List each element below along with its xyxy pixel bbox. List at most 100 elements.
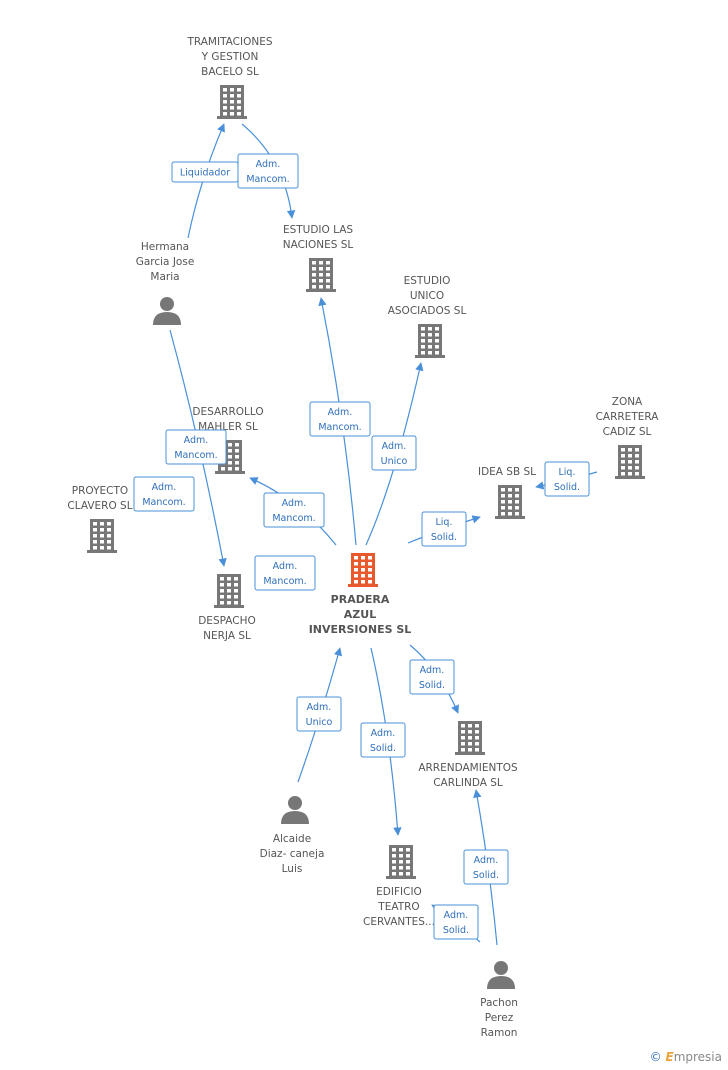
edge-role-label[interactable]: Adm.Mancom.	[165, 429, 227, 465]
person-head	[288, 796, 302, 810]
edge-role-label[interactable]: Adm.Mancom.	[309, 401, 371, 437]
building-window	[237, 100, 241, 104]
building-window	[100, 522, 104, 526]
building-icon	[415, 324, 445, 358]
building-window	[392, 866, 396, 870]
node-label-line: CARLINDA SL	[433, 777, 503, 789]
edge-labels-layer: LiquidadorAdm.Mancom.Adm.Mancom.Adm.Unic…	[133, 153, 590, 940]
node-label-line: CLAVERO SL	[67, 500, 132, 512]
building-window	[428, 339, 432, 343]
role-text: Liq.	[436, 517, 453, 528]
building-window	[515, 488, 519, 492]
edge-role-label[interactable]: Adm.Solid.	[360, 722, 406, 758]
building-window	[399, 854, 403, 858]
building-window	[628, 460, 632, 464]
brand-rest: mpresia	[673, 1050, 722, 1064]
building-window	[421, 327, 425, 331]
building-window	[501, 488, 505, 492]
role-box	[133, 476, 195, 512]
building-window	[220, 577, 224, 581]
building-window	[319, 279, 323, 283]
building-window	[227, 583, 231, 587]
role-text: Solid.	[419, 680, 445, 691]
building-window	[421, 339, 425, 343]
person-body	[153, 312, 181, 325]
building-base	[495, 516, 525, 519]
role-text: Liquidador	[180, 168, 230, 179]
building-base	[214, 605, 244, 608]
building-window	[107, 528, 111, 532]
building-window	[635, 460, 639, 464]
building-window	[508, 506, 512, 510]
building-window	[406, 866, 410, 870]
building-window	[406, 854, 410, 858]
role-box	[463, 849, 509, 885]
node-label-line: AZUL	[344, 608, 376, 621]
edge-role-label[interactable]: Liq.Solid.	[544, 461, 590, 497]
building-window	[312, 267, 316, 271]
edge-role-label[interactable]: Adm.Mancom.	[237, 153, 299, 189]
building-window	[628, 472, 632, 476]
role-text: Solid.	[443, 925, 469, 936]
building-window	[100, 534, 104, 538]
node-label-line: PRADERA	[331, 593, 390, 606]
building-window	[468, 730, 472, 734]
building-window	[475, 730, 479, 734]
edge-role-label[interactable]: Adm.Unico	[371, 435, 417, 471]
building-window	[421, 345, 425, 349]
building-window	[468, 742, 472, 746]
node-edificio[interactable]: EDIFICIOTEATROCERVANTES...	[363, 845, 435, 928]
building-window	[399, 866, 403, 870]
building-icon	[348, 553, 378, 587]
role-box	[165, 429, 227, 465]
edge-role-label[interactable]: Adm.Solid.	[463, 849, 509, 885]
edge-role-label[interactable]: Adm.Mancom.	[133, 476, 195, 512]
role-text: Mancom.	[318, 422, 361, 433]
building-window	[468, 736, 472, 740]
edge-role-label[interactable]: Adm.Mancom.	[263, 492, 325, 528]
building-window	[234, 577, 238, 581]
building-window	[475, 742, 479, 746]
node-label-line: ASOCIADOS SL	[388, 305, 467, 317]
building-window	[354, 574, 358, 578]
node-label-line: DESPACHO	[198, 615, 256, 627]
edge-role-label[interactable]: Adm.Solid.	[409, 659, 455, 695]
building-window	[621, 448, 625, 452]
role-text: Adm.	[184, 435, 209, 446]
building-window	[406, 860, 410, 864]
edge-role-label[interactable]: Liquidador	[171, 161, 239, 183]
building-window	[468, 748, 472, 752]
node-idea[interactable]: IDEA SB SL	[478, 466, 536, 519]
building-window	[635, 472, 639, 476]
building-window	[235, 455, 239, 459]
building-window	[107, 522, 111, 526]
building-window	[461, 730, 465, 734]
building-window	[237, 112, 241, 116]
building-window	[628, 448, 632, 452]
building-window	[468, 724, 472, 728]
building-window	[230, 112, 234, 116]
building-window	[93, 528, 97, 532]
building-base	[87, 550, 117, 553]
building-window	[230, 100, 234, 104]
edge-role-label[interactable]: Liq.Solid.	[421, 511, 467, 547]
building-window	[475, 724, 479, 728]
role-text: Unico	[381, 456, 408, 467]
building-window	[237, 106, 241, 110]
building-window	[100, 528, 104, 532]
edge-role-label[interactable]: Adm.Unico	[296, 696, 342, 732]
edge-role-label[interactable]: Adm.Solid.	[433, 904, 479, 940]
edge-role-label[interactable]: Adm.Mancom.	[254, 555, 316, 591]
building-window	[93, 534, 97, 538]
